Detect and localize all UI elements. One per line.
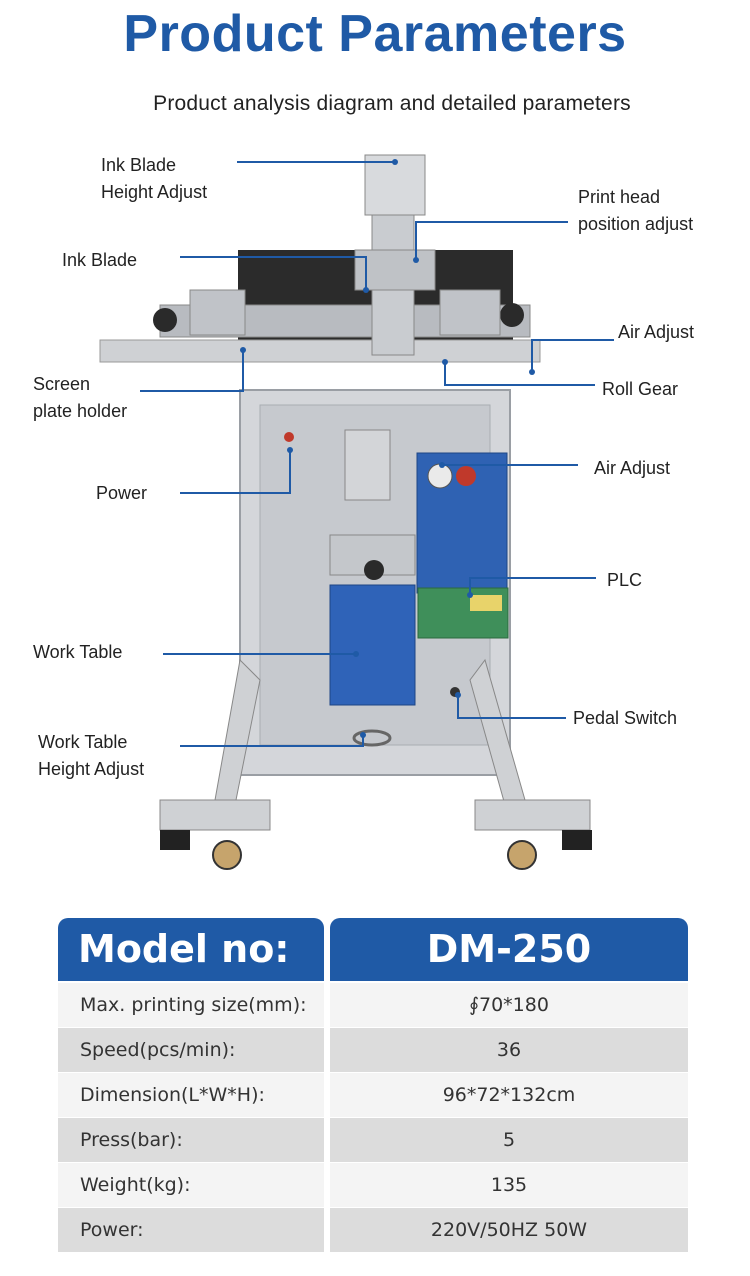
- spec-key: Weight(kg):: [58, 1163, 324, 1207]
- model-value: DM-250: [330, 918, 688, 981]
- callout-ink-blade-height-adjust: Ink Blade Height Adjust: [101, 155, 208, 202]
- height-wheel: [352, 729, 392, 747]
- page-subtitle: Product analysis diagram and detailed pa…: [153, 92, 631, 115]
- right-foot: [562, 830, 592, 850]
- model-label: Model no:: [58, 918, 324, 981]
- spec-value: 135: [330, 1163, 688, 1207]
- spec-row-dimension: Dimension(L*W*H): 96*72*132cm: [58, 1073, 688, 1117]
- pressure-gauge: [427, 463, 453, 489]
- callout-roll-gear: Roll Gear: [602, 379, 679, 399]
- squeegee-holder: [354, 249, 436, 291]
- spec-key: Press(bar):: [58, 1118, 324, 1162]
- left-foot: [160, 830, 190, 850]
- spec-value: 36: [330, 1028, 688, 1072]
- callout-ink-blade: Ink Blade: [62, 250, 138, 270]
- callout-air-adjust-mid: Air Adjust: [594, 458, 671, 478]
- line-plc: [469, 577, 596, 595]
- spec-row-press: Press(bar): 5: [58, 1118, 688, 1162]
- callout-print-head-position-adjust: Print head position adjust: [578, 187, 694, 234]
- spec-row-weight: Weight(kg): 135: [58, 1163, 688, 1207]
- plc-board: [417, 587, 509, 639]
- right-knob: [500, 303, 524, 327]
- spec-row-power: Power: 220V/50HZ 50W: [58, 1208, 688, 1252]
- spec-value: ∮70*180: [330, 983, 688, 1027]
- right-wheel: [507, 840, 537, 870]
- emergency-button: [456, 466, 476, 486]
- line-power: [180, 450, 291, 494]
- callout-plc: PLC: [607, 570, 643, 590]
- right-clamp: [439, 289, 501, 336]
- spec-row-max-printing-size: Max. printing size(mm): ∮70*180: [58, 983, 688, 1027]
- left-clamp: [189, 289, 246, 336]
- plc-screen: [470, 595, 502, 611]
- line-print-head: [415, 221, 568, 260]
- machine-illustration: [99, 154, 614, 870]
- work-table-knob: [364, 560, 384, 580]
- spec-key: Dimension(L*W*H):: [58, 1073, 324, 1117]
- spec-value: 220V/50HZ 50W: [330, 1208, 688, 1252]
- callout-screen-plate-holder: Screen plate holder: [33, 374, 128, 421]
- line-pedal: [457, 695, 566, 719]
- screen-frame: [99, 339, 541, 363]
- spec-key: Speed(pcs/min):: [58, 1028, 324, 1072]
- left-knob: [153, 308, 177, 332]
- work-table-head: [344, 429, 391, 501]
- callout-work-table-height-adjust: Work Table Height Adjust: [38, 732, 145, 779]
- callout-air-adjust-top: Air Adjust: [618, 322, 695, 342]
- callout-power: Power: [96, 483, 148, 503]
- callout-work-table: Work Table: [33, 642, 123, 662]
- power-switch: [284, 432, 294, 442]
- line-work-table-height: [180, 735, 364, 747]
- spec-key: Power:: [58, 1208, 324, 1252]
- spec-row-speed: Speed(pcs/min): 36: [58, 1028, 688, 1072]
- spec-key: Max. printing size(mm):: [58, 983, 324, 1027]
- line-air-adjust-top: [531, 339, 614, 372]
- callout-pedal-switch: Pedal Switch: [573, 708, 678, 728]
- line-ink-blade: [180, 256, 367, 290]
- spec-value: 5: [330, 1118, 688, 1162]
- machine-diagram: Ink Blade Height Adjust Print head posit…: [0, 140, 750, 900]
- line-roll-gear: [444, 362, 595, 386]
- left-foot-bar: [159, 799, 271, 831]
- right-foot-bar: [474, 799, 591, 831]
- line-screen-plate: [140, 350, 244, 392]
- spec-value: 96*72*132cm: [330, 1073, 688, 1117]
- page-title: Product Parameters: [123, 5, 627, 63]
- work-table-blue: [329, 584, 416, 706]
- left-wheel: [212, 840, 242, 870]
